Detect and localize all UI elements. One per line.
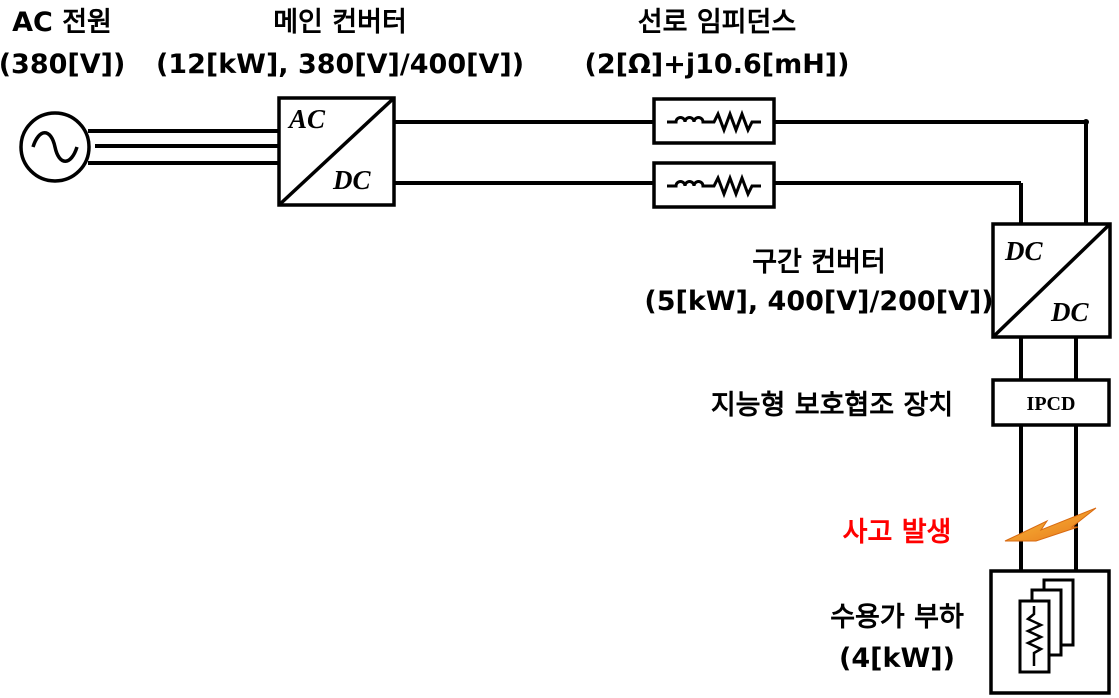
fault-lightning-icon [1004,507,1097,542]
section-converter-rating: (5[kW], 400[V]/200[V]) [644,286,993,317]
ac-source-symbol [19,111,91,183]
main-converter-rating: (12[kW], 380[V]/400[V]) [156,49,524,80]
load-title: 수용가 부하 [830,602,964,633]
main-converter-output-label: DC [332,165,371,195]
ac-source-rating: (380[V]) [0,49,125,80]
section-converter-input-label: DC [1004,236,1043,266]
wiring [88,119,1089,572]
section-converter-output-label: DC [1050,297,1089,327]
main-converter-block: AC DC [277,96,396,207]
labels: AC 전원 (380[V]) 메인 컨버터 (12[kW], 380[V]/40… [0,7,994,674]
sine-wave-icon [31,131,79,163]
resistor-icon [1025,606,1044,666]
ipcd-block: IPCD [991,378,1111,427]
line-impedance-value: (2[Ω]+j10.6[mH]) [584,49,849,80]
section-converter-block: DC DC [991,222,1112,339]
load-block [989,569,1111,695]
fault-label: 사고 발생 [843,517,952,548]
ac-source-title: AC 전원 [12,7,112,38]
line-impedance-title: 선로 임피던스 [638,7,796,38]
ipcd-label: IPCD [1027,393,1076,415]
line-impedance-lower [652,161,776,209]
main-converter-input-label: AC [287,104,326,134]
section-converter-title: 구간 컨버터 [752,247,886,278]
rl-impedance-icon [667,109,761,135]
junction-dot [1083,119,1089,125]
line-impedance-upper [652,97,776,145]
protection-device-title: 지능형 보호협조 장치 [711,390,953,421]
main-converter-title: 메인 컨버터 [273,7,407,38]
rl-impedance-icon [667,173,761,199]
load-rating: (4[kW]) [839,643,955,674]
